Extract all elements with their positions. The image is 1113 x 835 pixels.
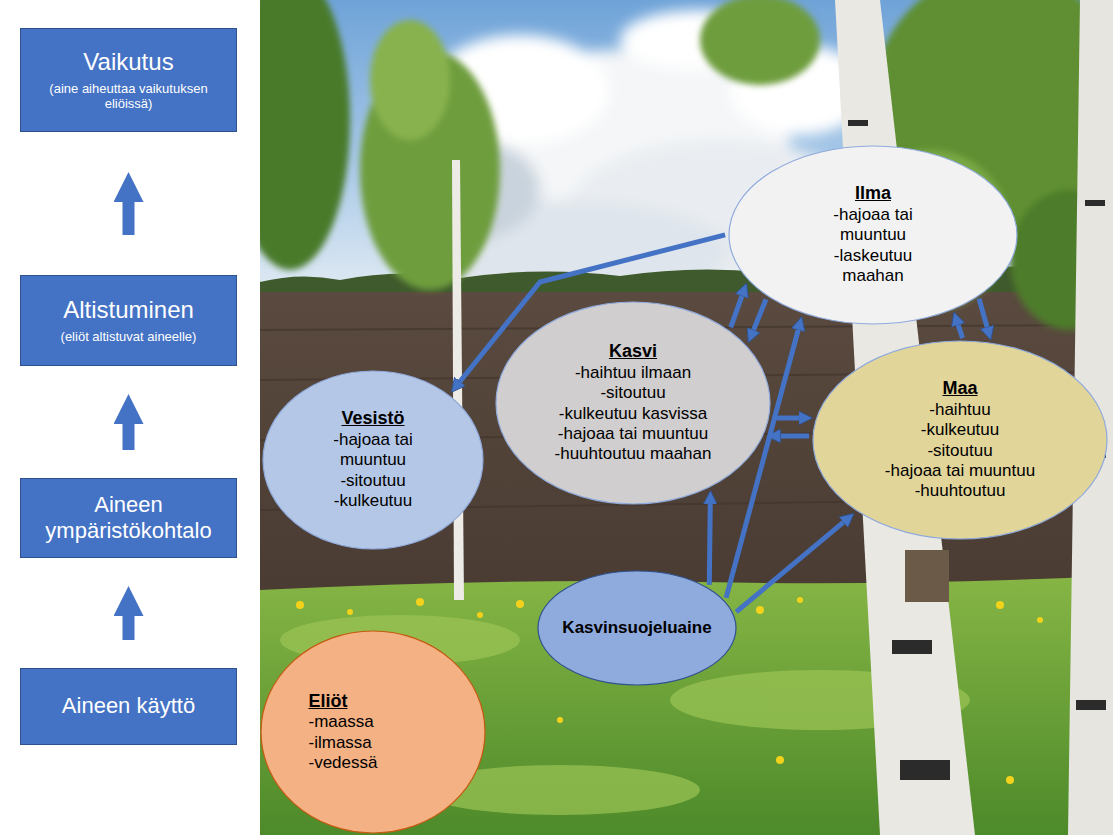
bark-mark bbox=[900, 760, 950, 780]
flow-arrow bbox=[779, 434, 809, 439]
dandelion bbox=[996, 601, 1004, 609]
ellipse-outline bbox=[812, 340, 1108, 540]
compartment-title: Kasvi bbox=[555, 341, 712, 363]
process-item: -laskeutuu maahan bbox=[821, 246, 926, 287]
ellipse-shape bbox=[729, 146, 1017, 324]
dandelion bbox=[296, 601, 304, 609]
process-item: -hajoaa tai muuntuu bbox=[885, 461, 1035, 481]
ellipse-shape bbox=[261, 631, 485, 833]
dandelion bbox=[516, 600, 524, 608]
organism-ellipse: Eliöt-maassa-ilmassa-vedessä bbox=[260, 630, 486, 834]
process-item: -ilmassa bbox=[309, 733, 378, 753]
tree-crown bbox=[260, 0, 350, 270]
dandelion bbox=[756, 606, 764, 614]
stage-box: Altistuminen (eliöt altistuvat aineelle) bbox=[20, 275, 237, 366]
flow-arrow bbox=[123, 199, 135, 235]
stage-title: Aineen käyttö bbox=[62, 693, 195, 719]
flow-arrow bbox=[707, 503, 713, 585]
stage-note: (aine aiheuttaa vaikutuksen eliöissä) bbox=[31, 81, 226, 112]
text-group: Maa-haihtuu-kulkeutuu-sitoutuu-hajoaa ta… bbox=[885, 378, 1035, 502]
text-group: Ilma-hajoaa tai muuntuu-laskeutuu maahan bbox=[821, 183, 926, 286]
dandelion bbox=[347, 609, 353, 615]
compartment-ellipse: Vesistö-hajoaa tai muuntuu-sitoutuu-kulk… bbox=[262, 370, 484, 550]
dandelion bbox=[557, 717, 563, 723]
tree-crown bbox=[700, 0, 820, 85]
process-item: -kulkeutuu kasvissa bbox=[555, 404, 712, 424]
text-group: Aineen ympäristökohtalo bbox=[31, 492, 226, 545]
text-group: Kasvi-haihtuu ilmaan-sitoutuu-kulkeutuu … bbox=[555, 341, 712, 465]
process-item: -huuhtoutuu bbox=[885, 481, 1035, 501]
ploughed-field bbox=[260, 292, 1113, 592]
bark-mark bbox=[1076, 700, 1106, 710]
compartment-title: Ilma bbox=[821, 183, 926, 205]
compartment-title: Eliöt bbox=[309, 691, 378, 713]
process-item: -maassa bbox=[309, 712, 378, 732]
stage-box: Aineen käyttö bbox=[20, 668, 237, 745]
process-item: -sitoutuu bbox=[321, 471, 426, 491]
dandelion bbox=[776, 756, 784, 764]
flow-arrow bbox=[123, 613, 135, 640]
stage-title: Vaikutus bbox=[31, 48, 226, 77]
dandelion bbox=[797, 597, 803, 603]
source-label: Kasvinsuojeluaine bbox=[562, 618, 711, 638]
dandelion bbox=[477, 612, 483, 618]
photo-scene bbox=[260, 0, 1113, 835]
stage-title: Altistuminen bbox=[61, 296, 197, 325]
birdhouse bbox=[905, 550, 949, 602]
process-item: -hajoaa tai muuntuu bbox=[555, 424, 712, 444]
process-item: -haihtuu ilmaan bbox=[555, 363, 712, 383]
ellipse-shape bbox=[813, 341, 1107, 539]
process-item: -vedessä bbox=[309, 753, 378, 773]
text-group: Altistuminen (eliöt altistuvat aineelle) bbox=[61, 296, 197, 344]
compartment-ellipse: Ilma-hajoaa tai muuntuu-laskeutuu maahan bbox=[728, 145, 1018, 325]
dandelion bbox=[416, 598, 424, 606]
process-item: -haihtuu bbox=[885, 400, 1035, 420]
flow-arrow bbox=[979, 299, 987, 329]
text-group: Vaikutus (aine aiheuttaa vaikutuksen eliö… bbox=[31, 48, 226, 112]
stage-title: Aineen ympäristökohtalo bbox=[31, 492, 226, 545]
flow-arrow bbox=[753, 299, 766, 331]
process-item: -huuhtoutuu maahan bbox=[555, 444, 712, 464]
ellipse-outline bbox=[260, 630, 486, 834]
stage-note: (eliöt altistuvat aineelle) bbox=[61, 329, 197, 345]
ellipse-outline bbox=[495, 301, 771, 505]
process-item: -sitoutuu bbox=[885, 441, 1035, 461]
ellipse-shape bbox=[538, 571, 736, 685]
flow-arrow bbox=[731, 295, 743, 328]
ellipse-shape bbox=[496, 302, 770, 504]
flow-arrow bbox=[123, 421, 135, 450]
process-item: -sitoutuu bbox=[555, 383, 712, 403]
text-group: Eliöt-maassa-ilmassa-vedessä bbox=[309, 691, 378, 774]
bark-mark bbox=[1085, 200, 1105, 206]
process-item: -kulkeutuu bbox=[321, 491, 426, 511]
bark-mark bbox=[892, 640, 932, 654]
compartment-ellipse: Kasvi-haihtuu ilmaan-sitoutuu-kulkeutuu … bbox=[495, 301, 771, 505]
text-group: Vesistö-hajoaa tai muuntuu-sitoutuu-kulk… bbox=[321, 408, 426, 511]
ellipse-shape bbox=[263, 371, 483, 549]
text-group: Aineen käyttö bbox=[62, 693, 195, 719]
left-foliage bbox=[260, 0, 500, 290]
compartment-title: Vesistö bbox=[321, 408, 426, 430]
process-item: -hajoaa tai muuntuu bbox=[821, 205, 926, 246]
process-item: -kulkeutuu bbox=[885, 420, 1035, 440]
compartment-ellipse: Maa-haihtuu-kulkeutuu-sitoutuu-hajoaa ta… bbox=[812, 340, 1108, 540]
dandelion bbox=[1006, 776, 1014, 784]
stage-box: Aineen ympäristökohtalo bbox=[20, 478, 237, 558]
right-foliage bbox=[700, 0, 1113, 330]
tree-crown bbox=[370, 20, 450, 140]
source-ellipse: Kasvinsuojeluaine bbox=[537, 570, 737, 686]
flow-arrow bbox=[736, 521, 844, 611]
flow-arrow bbox=[958, 324, 963, 338]
compartment-title: Maa bbox=[885, 378, 1035, 400]
process-item: -hajoaa tai muuntuu bbox=[321, 430, 426, 471]
text-group: Kasvinsuojeluaine bbox=[562, 618, 711, 638]
dandelion bbox=[1037, 617, 1043, 623]
bark-mark bbox=[848, 120, 868, 126]
stage-box: Vaikutus (aine aiheuttaa vaikutuksen eliö… bbox=[20, 28, 237, 132]
